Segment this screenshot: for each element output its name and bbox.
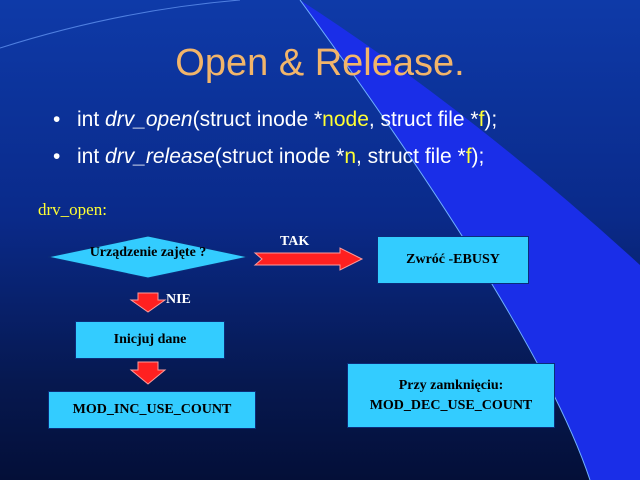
no-label: NIE <box>166 292 191 307</box>
arrow-right <box>253 247 364 271</box>
function-name: drv_open <box>105 108 193 131</box>
param-name: n <box>344 145 356 168</box>
decision-text: Urządzenie zajęte ? <box>89 245 207 260</box>
swoosh-edge-line <box>299 0 591 480</box>
init-box: Inicjuj dane <box>75 321 225 359</box>
bullet-text: ); <box>471 145 485 168</box>
arrow-down-init <box>129 361 167 385</box>
close-box-line2: MOD_DEC_USE_COUNT <box>369 397 533 413</box>
close-box: Przy zamknięciu: MOD_DEC_USE_COUNT <box>347 363 555 428</box>
corner-curve-line <box>0 0 241 49</box>
param-name: node <box>322 108 369 131</box>
param-name: f <box>478 108 485 131</box>
param-name: f <box>465 145 472 168</box>
bullet-text: , struct file * <box>368 108 479 131</box>
function-name: drv_release <box>105 145 215 168</box>
section-label: drv_open: <box>38 200 107 219</box>
busy-box: Zwróć -EBUSY <box>377 236 529 284</box>
bullet-dot: • <box>53 108 61 131</box>
busy-box-text: Zwróć -EBUSY <box>406 252 500 267</box>
close-box-line1: Przy zamknięciu: <box>398 377 504 393</box>
slide-title: Open & Release. <box>175 42 465 84</box>
inc-box-text: MOD_INC_USE_COUNT <box>72 402 232 417</box>
inc-use-count-box: MOD_INC_USE_COUNT <box>48 391 256 429</box>
bullet-text: ); <box>484 108 498 131</box>
bullet-text: , struct file * <box>356 145 466 168</box>
bullet-text: (struct inode * <box>214 145 345 168</box>
bullet-drv-open: • int drv_open(struct inode *node, struct… <box>53 108 497 132</box>
bullet-drv-release: • int drv_release(struct inode *n, struct… <box>53 145 484 169</box>
init-box-text: Inicjuj dane <box>113 332 187 347</box>
bullet-text: (struct inode * <box>192 108 323 131</box>
yes-label: TAK <box>280 234 310 249</box>
bullet-dot: • <box>53 145 61 168</box>
decision-diamond <box>47 235 249 279</box>
bullet-text: int <box>77 108 106 131</box>
arrow-down-no <box>129 292 167 313</box>
bullet-text: int <box>77 145 106 168</box>
